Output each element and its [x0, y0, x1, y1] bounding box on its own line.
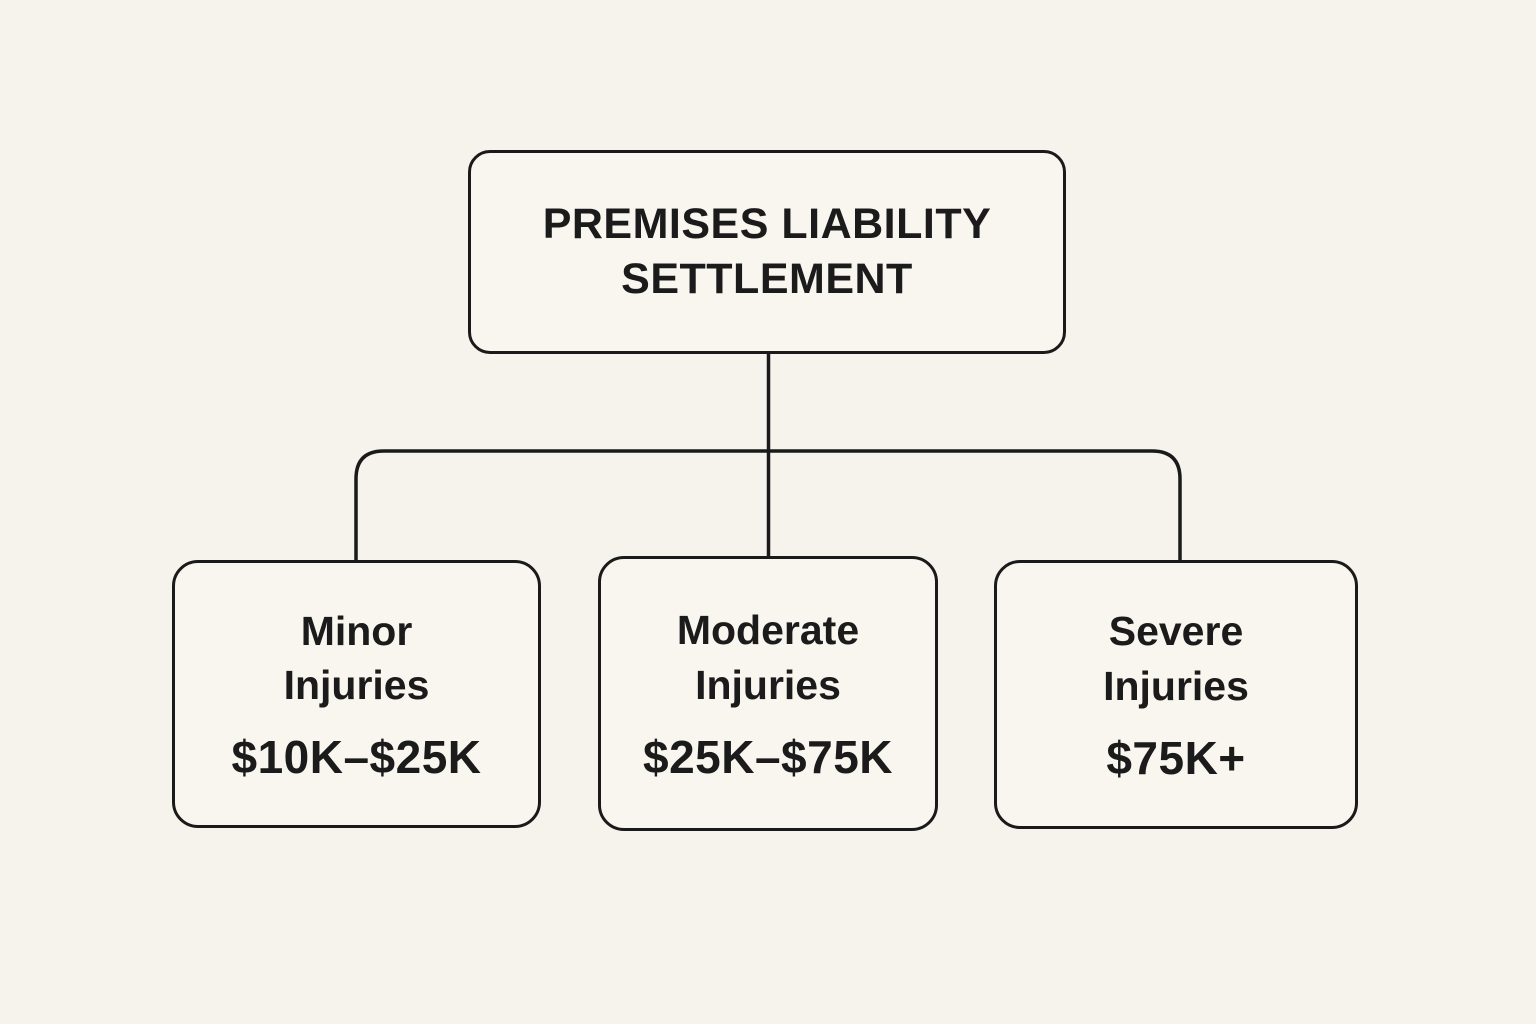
node-title: Moderate Injuries	[676, 607, 860, 708]
connector-branch	[354, 449, 1182, 562]
node-title: Severe Injuries	[1103, 608, 1249, 709]
settlement-range: $75K+	[1106, 731, 1246, 784]
node-premises-liability-settlement: PREMISES LIABILITY SETTLEMENT	[468, 150, 1066, 354]
node-severe-injuries: Severe Injuries $75K+	[994, 560, 1358, 829]
settlement-range: $25K–$75K	[642, 730, 894, 783]
settlement-range: $10K–$25K	[231, 731, 482, 784]
node-minor-injuries: Minor Injuries $10K–$25K	[172, 560, 541, 828]
node-title: Minor Injuries	[283, 607, 430, 708]
node-moderate-injuries: Moderate Injuries $25K–$75K	[598, 556, 938, 831]
root-node-title: PREMISES LIABILITY SETTLEMENT	[542, 199, 992, 303]
